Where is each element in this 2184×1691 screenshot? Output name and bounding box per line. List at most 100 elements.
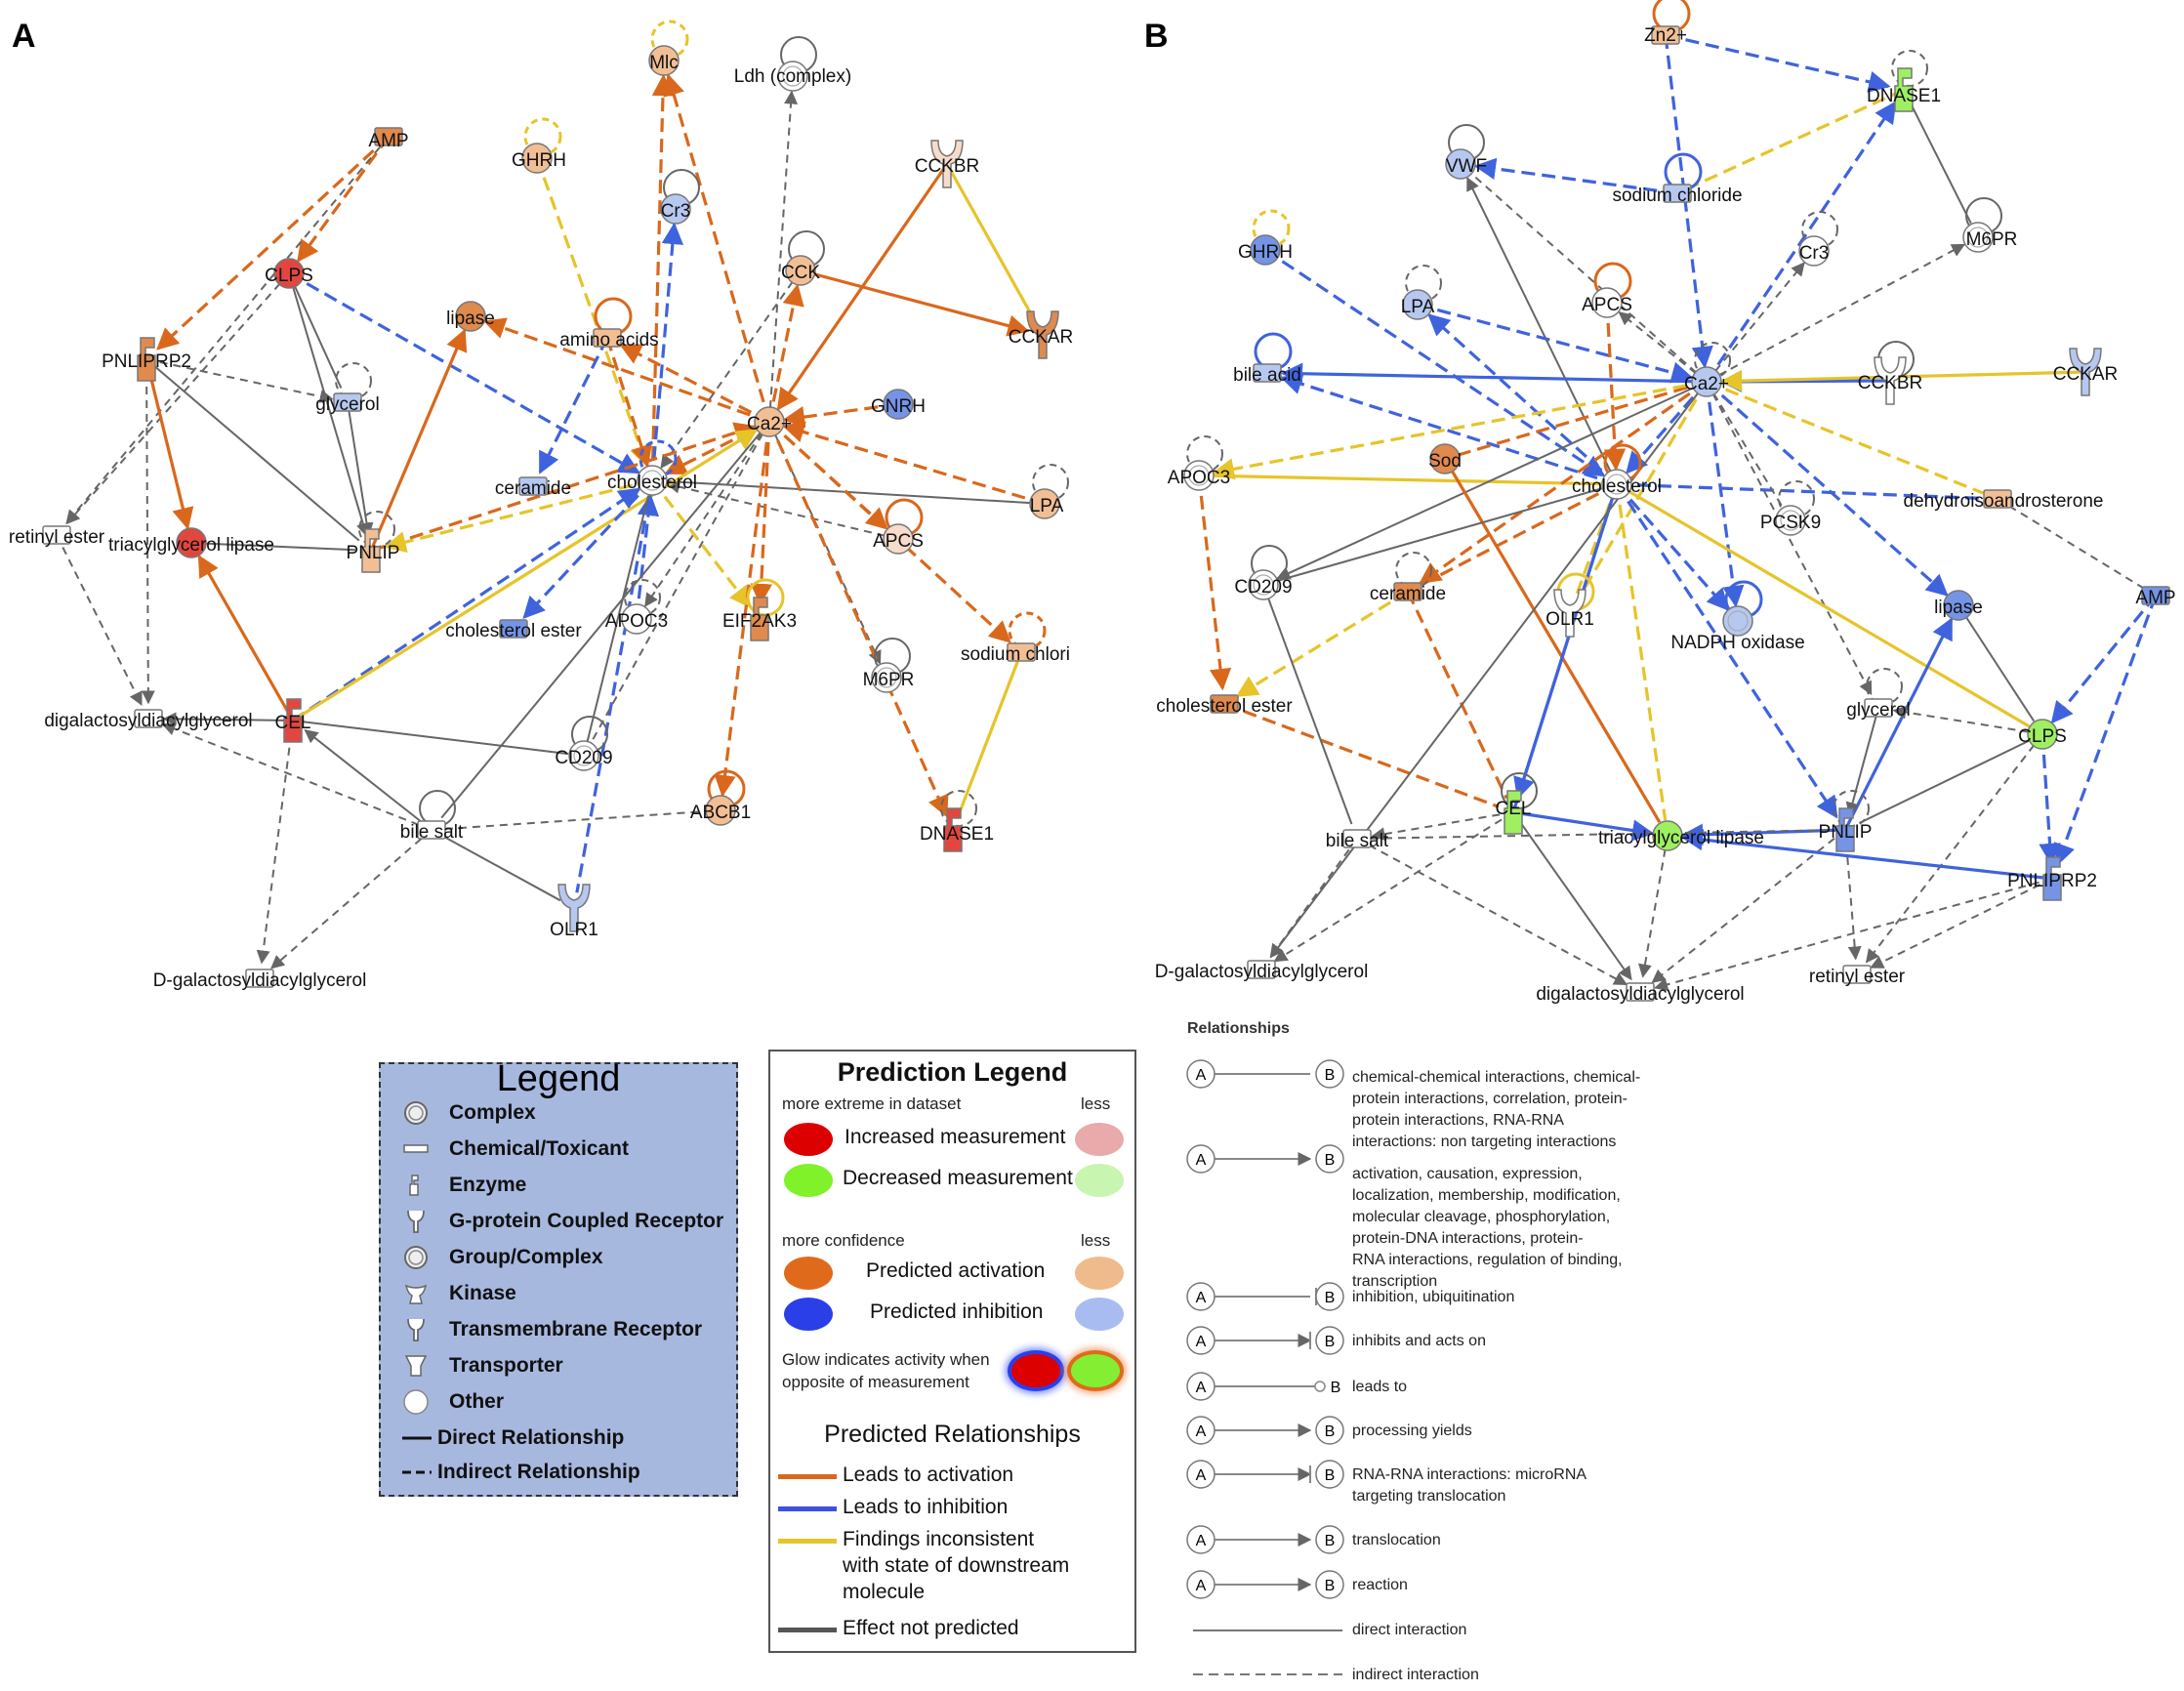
edge xyxy=(1997,498,2143,589)
node-aminoacids[interactable]: amino acids xyxy=(559,328,659,351)
less-label: less xyxy=(1081,1094,1111,1113)
node-gnrh[interactable]: GNRH xyxy=(871,389,926,420)
node-label: Ca2+ xyxy=(1684,374,1729,394)
node-cr3[interactable]: Cr3 xyxy=(1798,235,1830,267)
node-label: DNASE1 xyxy=(1867,86,1941,106)
node-dgdg[interactable]: digalactosyldiacylglycerol xyxy=(1536,982,1745,1005)
node-apoc3[interactable]: APOC3 xyxy=(1168,460,1230,491)
node-clps[interactable]: CLPS xyxy=(265,258,313,289)
node-mlc[interactable]: Mlc xyxy=(648,45,680,76)
node-apoc3[interactable]: APOC3 xyxy=(605,603,668,635)
node-cckbr[interactable]: CCKBR xyxy=(1858,356,1923,405)
node-cholesterol[interactable]: cholesterol xyxy=(607,465,697,496)
node-lipase[interactable]: lipase xyxy=(446,301,495,332)
node-dgdg[interactable]: digalactosyldiacylglycerol xyxy=(44,709,253,731)
node-bileacid[interactable]: bile acid xyxy=(1233,363,1301,386)
node-bilesalt[interactable]: bile salt xyxy=(400,820,464,843)
node-m6pr[interactable]: M6PR xyxy=(863,662,915,693)
edge xyxy=(2039,733,2061,866)
node-abcb1[interactable]: ABCB1 xyxy=(690,795,751,826)
edge xyxy=(1262,487,1602,586)
node-a-label: A xyxy=(1196,1578,1207,1594)
node-sodium[interactable]: sodium chloride xyxy=(1612,184,1743,206)
node-pnlip[interactable]: PNLIP xyxy=(347,528,400,573)
node-label: lipase xyxy=(1934,598,1983,618)
node-lipase[interactable]: lipase xyxy=(1934,590,1983,621)
glow-red-oval xyxy=(1011,1354,1060,1387)
node-label: AMP xyxy=(2135,588,2175,608)
node-retinyl[interactable]: retinyl ester xyxy=(1809,965,1906,987)
node-apcs[interactable]: APCS xyxy=(1582,287,1632,318)
node-pnliprp2[interactable]: PNLIPRP2 xyxy=(2007,856,2097,901)
node-m6pr[interactable]: M6PR xyxy=(1962,222,2017,253)
node-clps[interactable]: CLPS xyxy=(2018,719,2067,750)
node-dnase1[interactable]: DNASE1 xyxy=(1867,67,1941,112)
node-dgal[interactable]: D-galactosyldiacylglycerol xyxy=(1155,960,1369,982)
node-label: GNRH xyxy=(871,396,926,417)
node-ldh[interactable]: Ldh (complex) xyxy=(734,61,851,92)
node-lpa[interactable]: LPA xyxy=(1029,488,1064,519)
node-a-icon xyxy=(1186,1460,1216,1489)
edge xyxy=(767,283,804,423)
node-ca2[interactable]: Ca2+ xyxy=(1684,366,1729,397)
node-tgl[interactable]: triacylglycerol lipase xyxy=(1598,820,1764,851)
edge xyxy=(1892,705,2043,735)
node-cel[interactable]: CEL xyxy=(1496,790,1532,835)
node-amp[interactable]: AMP xyxy=(368,127,409,151)
node-zn2[interactable]: Zn2+ xyxy=(1644,25,1687,46)
edge xyxy=(1654,878,2053,992)
node-cr3[interactable]: Cr3 xyxy=(660,193,691,225)
node-dgal[interactable]: D-galactosyldiacylglycerol xyxy=(153,969,367,991)
edge xyxy=(1705,380,1949,597)
node-ceramide[interactable]: ceramide xyxy=(495,476,571,499)
node-a-icon xyxy=(1186,1525,1216,1554)
node-retinyl[interactable]: retinyl ester xyxy=(9,525,105,548)
node-label: EIF2AK3 xyxy=(722,611,797,632)
legend-item: Direct Relationship xyxy=(400,1424,624,1452)
node-ghrh[interactable]: GHRH xyxy=(1238,234,1293,266)
node-b-icon xyxy=(1315,1460,1344,1489)
node-olr1[interactable]: OLR1 xyxy=(1545,589,1594,638)
node-label: OLR1 xyxy=(550,920,598,940)
node-cd209[interactable]: CD209 xyxy=(555,740,613,771)
node-sodium[interactable]: sodium chlori xyxy=(961,642,1070,665)
leads-activation-label: Leads to activation xyxy=(843,1464,1014,1486)
node-cckar[interactable]: CCKAR xyxy=(2053,348,2119,396)
node-ghrh[interactable]: GHRH xyxy=(512,143,566,174)
node-ceramide[interactable]: ceramide xyxy=(1370,582,1446,604)
node-nadph[interactable]: NADPH oxidase xyxy=(1670,605,1805,653)
node-cholester[interactable]: cholesterol ester xyxy=(445,619,582,641)
node-lpa[interactable]: LPA xyxy=(1401,289,1435,320)
node-glycerol[interactable]: glycerol xyxy=(1846,698,1911,721)
node-ca2[interactable]: Ca2+ xyxy=(747,406,792,437)
node-cholesterol[interactable]: cholesterol xyxy=(1572,469,1662,500)
edge xyxy=(288,271,641,474)
node-sod[interactable]: Sod xyxy=(1428,443,1462,474)
node-label: retinyl ester xyxy=(1809,967,1906,987)
node-vwf[interactable]: VWF xyxy=(1445,148,1487,180)
node-glycerol[interactable]: glycerol xyxy=(315,392,380,415)
node-cckbr[interactable]: CCKBR xyxy=(915,140,980,188)
node-eif2ak3[interactable]: EIF2AK3 xyxy=(722,597,797,641)
node-cd209[interactable]: CD209 xyxy=(1234,569,1293,600)
node-dnase1[interactable]: DNASE1 xyxy=(920,807,994,852)
node-olr1[interactable]: OLR1 xyxy=(550,884,598,940)
node-pcsk9[interactable]: PCSK9 xyxy=(1760,505,1821,536)
node-cel[interactable]: CEL xyxy=(275,698,311,743)
node-dhea[interactable]: dehydroisoandrosterone xyxy=(1904,489,2104,512)
node-cholester[interactable]: cholesterol ester xyxy=(1156,694,1293,717)
node-tgl[interactable]: triacylglycerol lipase xyxy=(108,527,274,558)
edge xyxy=(1680,828,2053,881)
node-apcs[interactable]: APCS xyxy=(873,523,924,555)
node-label: sodium chlori xyxy=(961,644,1070,665)
legend-label: G-protein Coupled Receptor xyxy=(449,1210,724,1232)
node-amp[interactable]: AMP xyxy=(2135,586,2176,608)
node-bilesalt[interactable]: bile salt xyxy=(1326,829,1389,851)
inhibition-line-icon xyxy=(778,1506,837,1511)
legend-label: Enzyme xyxy=(449,1174,527,1196)
node-cckar[interactable]: CCKAR xyxy=(1009,310,1074,359)
node-pnliprp2[interactable]: PNLIPRP2 xyxy=(102,337,191,382)
node-cck[interactable]: CCK xyxy=(781,255,820,286)
node-pnlip[interactable]: PNLIP xyxy=(1819,807,1873,852)
chemical-icon xyxy=(400,1135,432,1163)
